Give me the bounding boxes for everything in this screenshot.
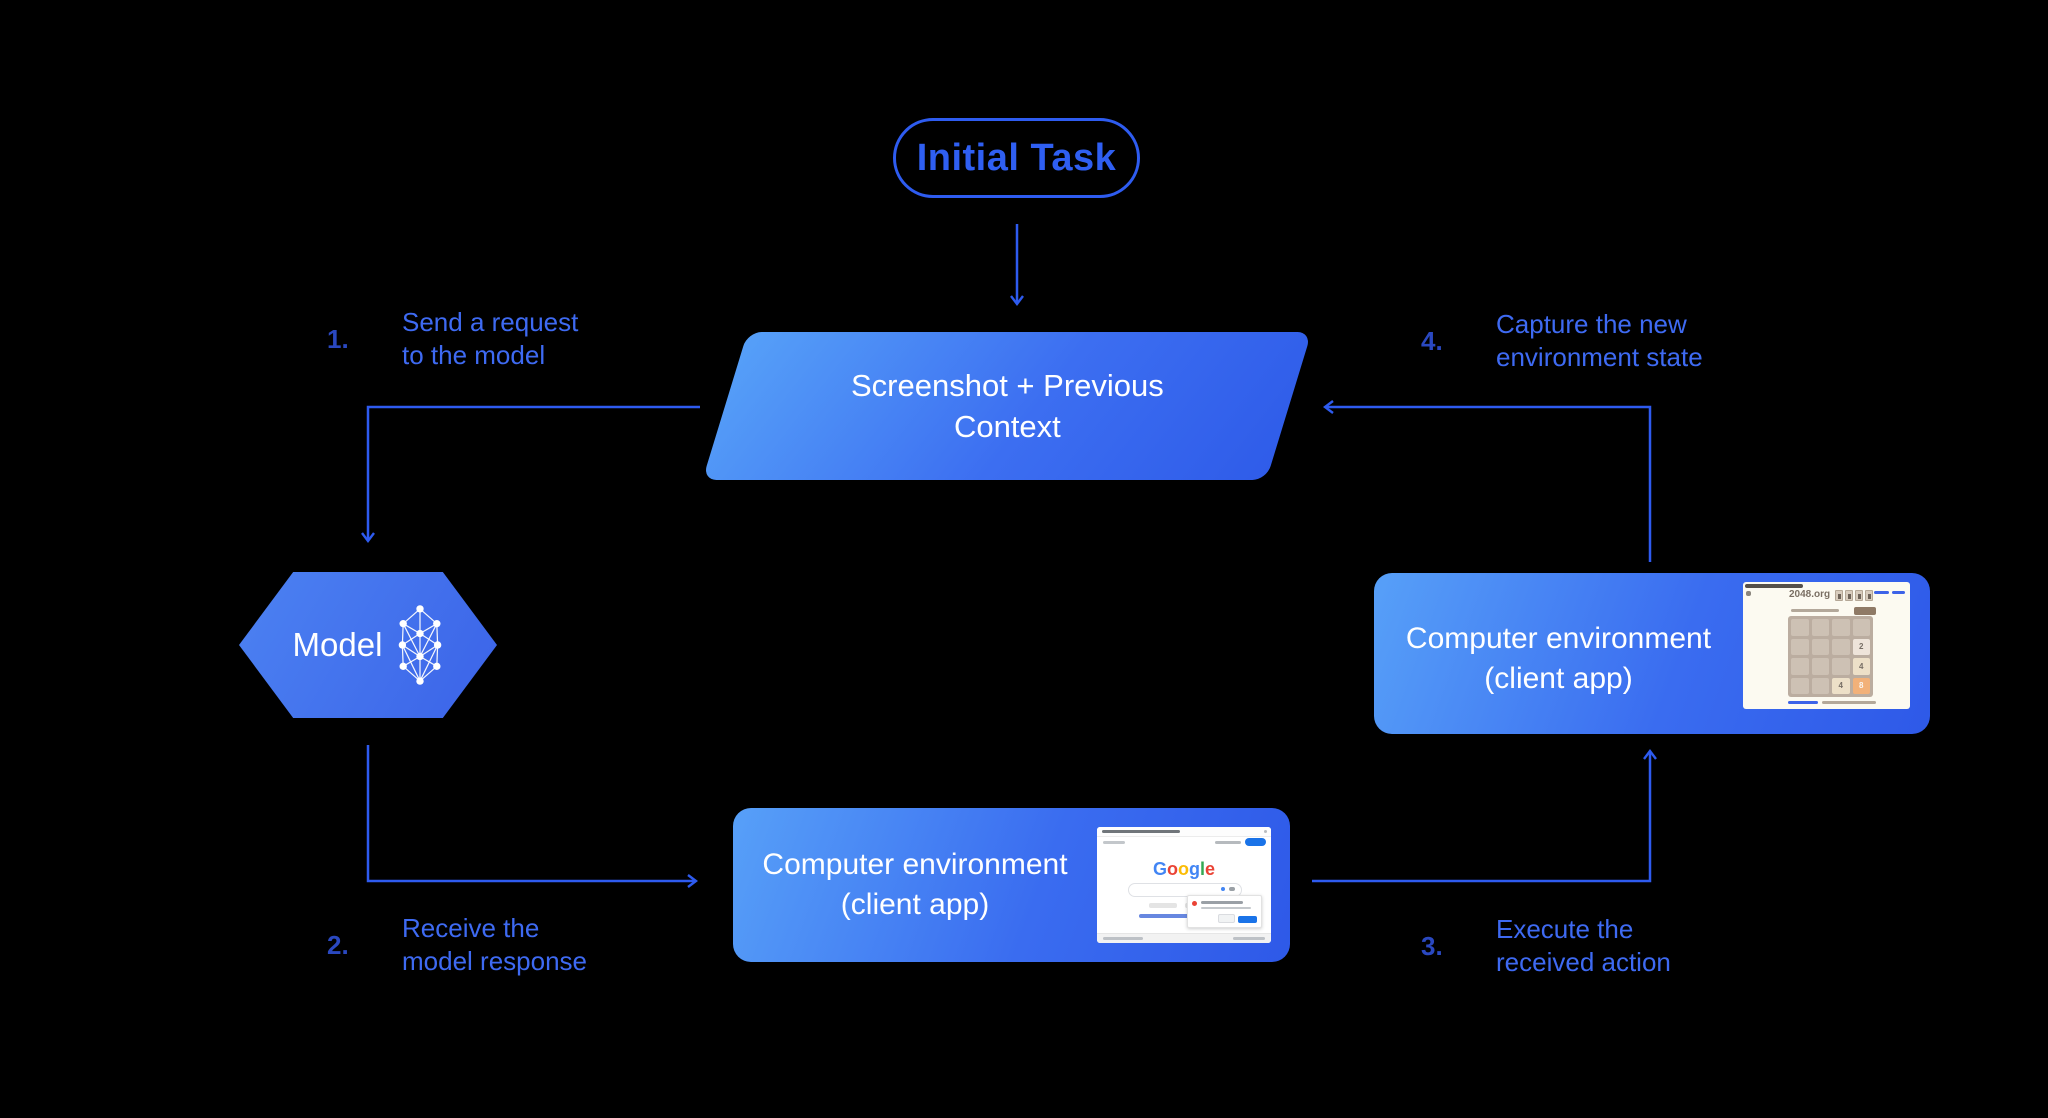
tile-8: 8 — [1852, 677, 1870, 694]
score-box — [1855, 590, 1863, 601]
grid-cell — [1811, 638, 1829, 655]
flow-arrow-step-1 — [361, 405, 700, 543]
footer-links-left — [1103, 937, 1143, 940]
how-to-play-link — [1788, 701, 1818, 704]
site-title: 2048.org — [1789, 589, 1831, 600]
grid-cell — [1832, 638, 1850, 655]
google-search-button — [1149, 903, 1177, 908]
screenshot-context-node: Screenshot + Previous Context — [702, 332, 1312, 480]
step-4-number: 4. — [1421, 325, 1443, 356]
game-grid: 2 4 4 8 — [1788, 616, 1873, 697]
initial-task-label: Initial Task — [916, 136, 1117, 179]
browser-menu-icons — [1215, 841, 1241, 844]
dialog-primary-button — [1238, 916, 1257, 923]
page-footer — [1097, 933, 1271, 943]
step-4-label-group: 4. Capture the new environment state — [1421, 308, 1703, 374]
step-4-label: Capture the new environment state — [1496, 309, 1703, 372]
step-2-label: Receive the model response — [402, 913, 587, 976]
game-2048-thumbnail: 2048.org 2 — [1743, 582, 1910, 709]
browser-tab-bar — [1097, 827, 1271, 837]
browser-nav-icons — [1103, 841, 1125, 844]
env-client-app-bottom-node: Computer environment (client app) Google — [733, 808, 1290, 962]
grid-cell — [1832, 658, 1850, 675]
grid-cell — [1811, 619, 1829, 636]
header-link — [1874, 591, 1889, 594]
score-box — [1845, 590, 1853, 601]
grid-cell — [1811, 658, 1829, 675]
footer-text — [1822, 701, 1876, 704]
step-1-number: 1. — [327, 323, 349, 354]
step-3-label-group: 3. Execute the received action — [1421, 913, 1671, 979]
env-bottom-label: Computer environment (client app) — [762, 848, 1068, 921]
step-1-label: Send a request to the model — [402, 307, 579, 370]
header-link — [1892, 591, 1905, 594]
step-1-label-group: 1. Send a request to the model — [327, 306, 578, 372]
grid-cell — [1791, 658, 1809, 675]
grid-cell — [1791, 638, 1809, 655]
tile-4: 4 — [1832, 677, 1850, 694]
footer-links-right — [1233, 937, 1265, 940]
score-panel — [1835, 590, 1873, 601]
browser-tab-title — [1102, 830, 1180, 833]
model-node: Model — [239, 572, 497, 718]
env-client-app-right-node: Computer environment (client app) 2048.o… — [1374, 573, 1930, 734]
grid-cell — [1852, 619, 1870, 636]
dialog-text-line — [1201, 901, 1243, 904]
favicon-icon — [1746, 591, 1751, 596]
grid-cell — [1791, 619, 1809, 636]
step-2-number: 2. — [327, 929, 349, 960]
score-box — [1865, 590, 1873, 601]
grid-cell — [1791, 677, 1809, 694]
tab-close-icon — [1264, 830, 1267, 833]
dialog-icon — [1192, 901, 1197, 906]
grid-cell — [1832, 619, 1850, 636]
flow-arrow-step-4 — [1323, 400, 1652, 562]
promo-link — [1139, 914, 1229, 918]
score-box — [1835, 590, 1843, 601]
grid-cell — [1811, 677, 1829, 694]
dialog-secondary-button — [1218, 914, 1235, 923]
subtitle-text — [1791, 609, 1839, 612]
search-input — [1128, 883, 1242, 897]
new-game-button — [1854, 607, 1876, 615]
tile-4: 4 — [1852, 658, 1870, 675]
neural-network-icon — [399, 605, 442, 685]
mic-icon — [1221, 887, 1225, 891]
sign-in-button — [1245, 838, 1266, 846]
step-3-number: 3. — [1421, 930, 1443, 961]
model-label: Model — [292, 626, 383, 663]
browser-ui-text — [1745, 584, 1803, 588]
keyboard-icon — [1229, 887, 1235, 891]
step-2-label-group: 2. Receive the model response — [327, 912, 587, 978]
google-homepage-thumbnail: Google — [1097, 827, 1271, 943]
initial-task-node: Initial Task — [893, 118, 1140, 198]
flow-arrow-step-2 — [366, 745, 698, 888]
env-right-label: Computer environment (client app) — [1405, 622, 1712, 695]
cookie-dialog — [1187, 895, 1262, 928]
step-3-label: Execute the received action — [1496, 914, 1671, 977]
google-logo: Google — [1152, 859, 1216, 879]
flow-arrow-step-3 — [1312, 749, 1657, 883]
dialog-text-line — [1201, 907, 1251, 909]
screenshot-context-label: Screenshot + Previous Context — [850, 368, 1164, 444]
tile-2: 2 — [1852, 638, 1870, 655]
